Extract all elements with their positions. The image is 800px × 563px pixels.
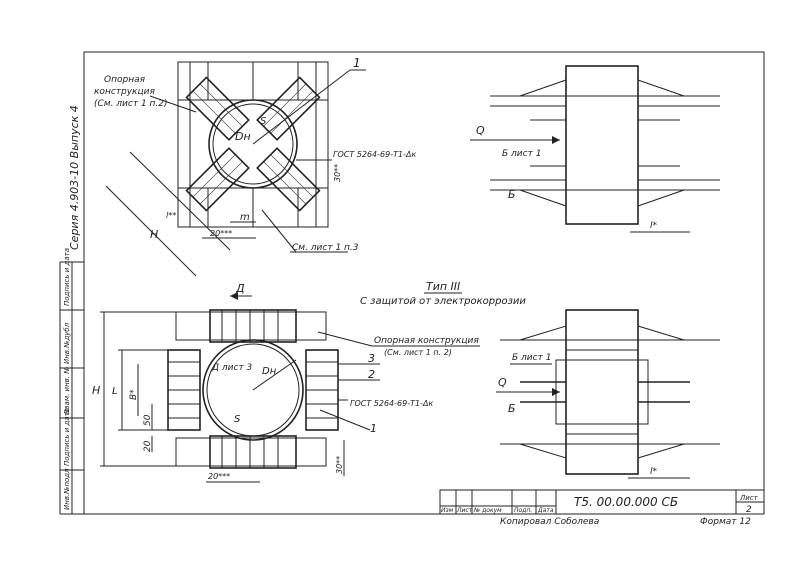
section-label: Б лист 1	[512, 353, 551, 363]
reference-label: См. лист 1 п.3	[292, 243, 359, 253]
dimension-label: L	[112, 386, 118, 397]
dimension-label: 20***	[208, 472, 230, 481]
document-number: Т5. 00.00.000 СБ	[574, 495, 678, 509]
column-label: Дата	[537, 507, 554, 514]
view-top-left: 1 Опорная конструкция (См. лист 1 п.2) D…	[94, 56, 416, 277]
side-label: Инв.№дубл	[63, 322, 71, 364]
view-bottom-right: Q Б лист 1 Б l*	[496, 309, 720, 479]
sheet-label: Лист	[739, 494, 759, 502]
dimension-label: 20	[143, 440, 153, 452]
support-label: (См. лист 1 п. 2)	[384, 348, 452, 357]
weld-label: ГОСТ 5264-69-Т1-Δк	[333, 150, 416, 159]
format-label: Формат 12	[700, 517, 751, 527]
series-label: Серия 4.903-10 Выпуск 4	[68, 105, 81, 250]
left-ribs	[167, 349, 201, 431]
view-bottom-left: Д	[92, 282, 480, 483]
section-label: Б лист 1	[502, 149, 541, 159]
right-ribs	[305, 349, 339, 431]
copied-by: Копировал Соболева	[500, 517, 599, 527]
support-label: (См. лист 1 п.2)	[94, 99, 168, 109]
thickness-label: S	[260, 116, 267, 127]
side-label: Подпись и дата	[63, 408, 71, 466]
support-structure	[177, 61, 329, 228]
dimension-label: H	[92, 384, 100, 397]
section-label: Б	[508, 188, 516, 201]
callout-number: 2	[368, 368, 375, 381]
side-labels: Серия 4.903-10 Выпуск 4 Инв.№подл Подпис…	[63, 105, 81, 510]
diagonal-ribs	[185, 76, 321, 212]
callout-number: 1	[370, 422, 377, 435]
callout-number: 1	[353, 56, 361, 70]
top-ribs	[209, 309, 297, 343]
dimension-label: 20***	[210, 229, 232, 238]
side-label: Инв.№подл	[63, 468, 71, 510]
column-label: Изм	[441, 507, 454, 514]
column-label: Лист	[456, 507, 473, 514]
support-label: Опорная конструкция	[374, 336, 479, 346]
side-label: Подпись и дата	[63, 248, 71, 306]
sheet-number: 2	[746, 505, 752, 515]
dimension-label: 30**	[335, 456, 344, 474]
dimension-label: H	[150, 228, 158, 241]
thickness-label: S	[234, 414, 241, 425]
pipe-circle	[202, 339, 304, 441]
diameter-label: Dн	[262, 366, 277, 377]
type-subtitle: С защитой от электрокоррозии	[360, 296, 526, 307]
column-label: Подп.	[514, 507, 532, 514]
diameter-label: Dн	[235, 130, 251, 143]
sheet-frame	[59, 51, 765, 515]
force-label: Q	[476, 124, 485, 137]
force-label: Q	[498, 376, 507, 389]
pipe-circle	[208, 99, 298, 189]
type-heading: Тип III С защитой от электрокоррозии	[360, 280, 526, 307]
dimension-label: m	[240, 212, 250, 223]
section-label: Б	[508, 402, 516, 415]
dimension-label: l*	[650, 467, 658, 477]
dimension-label: 50	[143, 414, 153, 426]
side-label: Взам. инв. №	[63, 366, 71, 414]
support-label: Опорная	[104, 75, 146, 85]
column-label: № докум	[473, 507, 502, 514]
callout-number: 3	[368, 352, 375, 365]
dimension-label: B*	[129, 389, 139, 400]
dimension-label: 30**	[333, 164, 342, 182]
type-title: Тип III	[426, 280, 460, 293]
view-top-right: Q Б лист 1 Б l*	[470, 65, 720, 233]
detail-label: Д лист 3	[211, 363, 253, 373]
support-label: конструкция	[94, 87, 155, 97]
title-block: Т5. 00.00.000 СБ Лист 2 Изм Лист № докум…	[439, 489, 765, 515]
dimension-label: l*	[650, 221, 658, 231]
view-marker: Д	[235, 282, 245, 295]
weld-label: ГОСТ 5264-69-Т1-Δк	[350, 399, 433, 408]
dimension-label: l**	[166, 211, 176, 220]
